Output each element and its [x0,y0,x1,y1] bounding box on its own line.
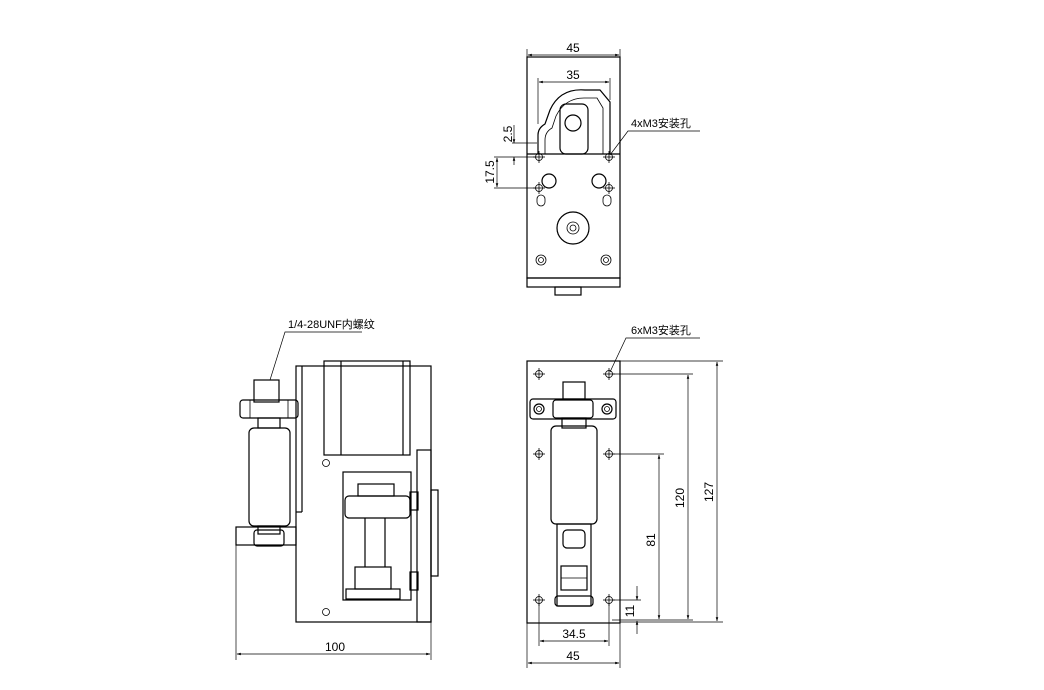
top-view-shaft-stub [554,286,582,296]
side-view: 1/4-28UNF内螺纹 100 [235,317,439,660]
note-6xm3: 6xM3安装孔 [631,323,691,337]
syringe-barrel [248,427,291,527]
top-view: 45 35 2.5 17.5 4xM3安装孔 [483,41,700,296]
dim-2-5: 2.5 [501,125,515,142]
front-nut [552,399,594,419]
upper-right-hole [591,173,607,189]
inner-block [354,566,392,590]
slot-hole [536,194,546,207]
slot-hole [602,194,612,207]
dim-100: 100 [325,640,345,654]
motor-boss [556,211,590,245]
mounting-flange [416,449,432,623]
top-view-bottom-plate [526,277,621,288]
upper-left-hole [541,173,557,189]
fitting-nut [239,399,299,419]
bottom-clamp [235,526,297,546]
shaft-center [569,224,577,232]
front-view: 6xM3安装孔 127 120 81 11 34.5 45 [526,323,723,668]
dim-45-front: 45 [566,649,580,663]
bottom-screw [600,254,612,266]
top-dimensions: 45 35 2.5 17.5 4xM3安装孔 [483,41,700,189]
dim-11: 11 [623,604,637,617]
dim-127: 127 [702,482,716,502]
roller-hole [564,114,582,132]
dim-17-5: 17.5 [483,160,497,184]
roller-block [559,103,589,155]
bottom-nut [253,529,285,547]
inner-frame [342,471,412,601]
motor-body [323,360,411,456]
dim-35: 35 [566,68,580,82]
inner-base [345,588,401,600]
dim-81: 81 [644,533,658,547]
dim-45-top: 45 [566,41,580,55]
inner-roller-top [344,495,411,519]
pump-head-outline [537,89,611,154]
dim-120: 120 [673,488,687,508]
flange-lip [430,489,439,577]
pump-head-inner [544,97,604,154]
bottom-screw [535,254,547,266]
note-4xm3: 4xM3安装孔 [631,116,691,130]
fitting-neck [257,417,281,429]
screw [322,608,330,616]
front-base-plate [526,360,621,624]
note-thread: 1/4-28UNF内螺纹 [288,317,375,331]
shaft-circle [566,221,580,235]
screw [322,459,330,467]
front-lower-body [556,523,592,607]
fitting-top [253,379,280,403]
front-barrel [550,425,598,525]
front-fitting-top [562,381,586,400]
front-mount-holes [533,368,615,606]
side-tab [409,491,419,511]
front-clamp [529,398,617,420]
side-tab [409,571,419,591]
inner-cap [357,483,395,497]
dim-34-5: 34.5 [562,627,586,641]
